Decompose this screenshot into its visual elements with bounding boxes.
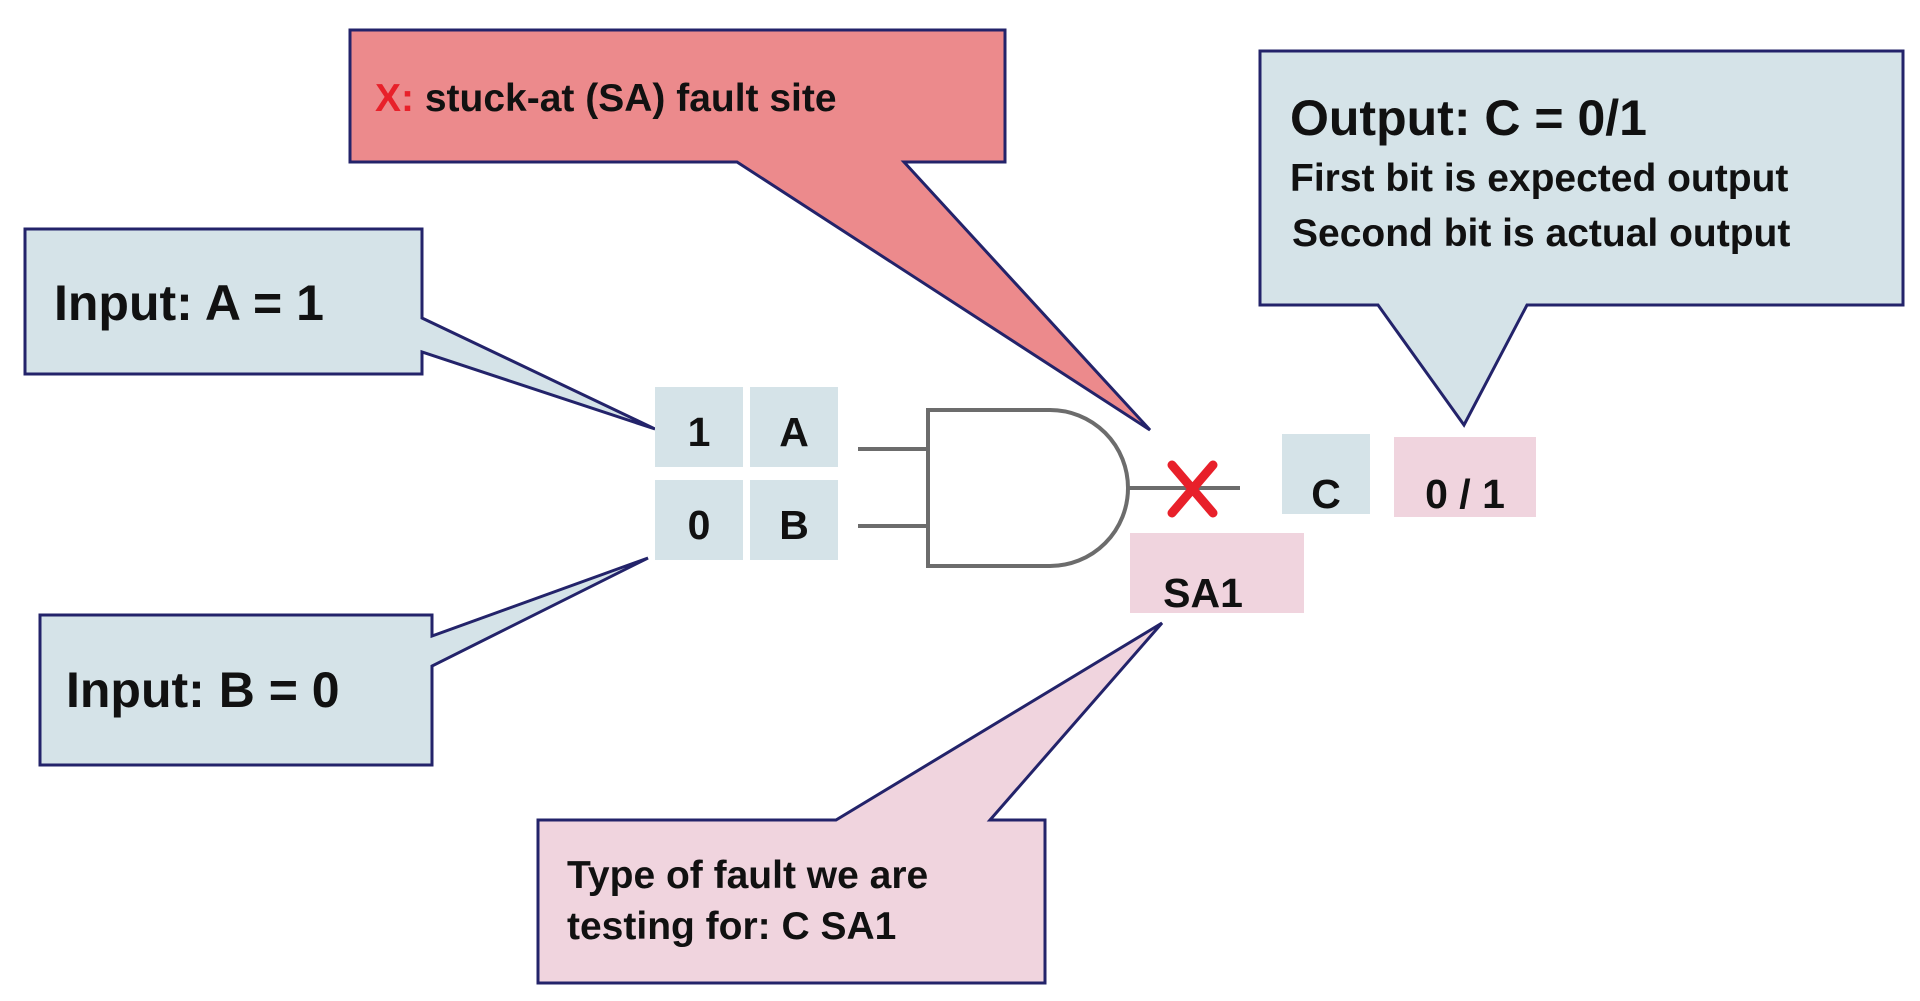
output-value-box bbox=[1394, 437, 1536, 517]
input-a-value-box bbox=[655, 387, 743, 467]
fault-site-callout-bubble bbox=[348, 28, 1152, 432]
output-callout-line2: Second bit is actual output bbox=[1292, 212, 1790, 255]
output-callout: Output: C = 0/1 First bit is expected ou… bbox=[1258, 49, 1905, 428]
fault-site-marker: X: bbox=[375, 77, 414, 120]
fault-site-description: stuck-at (SA) fault site bbox=[414, 77, 837, 120]
input-a-name-box bbox=[750, 387, 838, 467]
input-b-callout-bubble bbox=[38, 556, 649, 767]
fault-site-callout: X: stuck-at (SA) fault site bbox=[348, 28, 1152, 432]
fault-type-callout-line1: Type of fault we are bbox=[567, 854, 928, 897]
output-name: C bbox=[1311, 471, 1341, 517]
fault-type-callout: Type of fault we are testing for: C SA1 bbox=[536, 621, 1164, 985]
input-b-name: B bbox=[779, 502, 809, 548]
input-a-value: 1 bbox=[688, 409, 711, 455]
fault-type-callout-bubble bbox=[536, 621, 1164, 985]
input-b-value: 0 bbox=[688, 502, 711, 548]
output-name-box bbox=[1282, 434, 1370, 514]
input-b-name-box bbox=[750, 480, 838, 560]
input-b-value-box bbox=[655, 480, 743, 560]
fault-type-callout-line2: testing for: C SA1 bbox=[567, 905, 896, 948]
output-callout-bubble bbox=[1258, 49, 1905, 428]
fault-label: SA1 bbox=[1163, 570, 1243, 616]
and-gate bbox=[858, 408, 1240, 568]
input-a-callout-text: Input: A = 1 bbox=[54, 275, 324, 331]
fault-x-icon bbox=[1167, 460, 1218, 518]
output-value: 0 / 1 bbox=[1425, 471, 1505, 517]
output-callout-title: Output: C = 0/1 bbox=[1290, 90, 1647, 146]
fault-label-box bbox=[1130, 533, 1304, 613]
input-a-name: A bbox=[779, 409, 809, 455]
output-callout-line1: First bit is expected output bbox=[1290, 157, 1788, 200]
input-a-callout: Input: A = 1 bbox=[23, 227, 656, 431]
and-gate-body bbox=[926, 408, 1130, 568]
input-a-callout-bubble bbox=[23, 227, 656, 431]
input-b-callout: Input: B = 0 bbox=[38, 556, 649, 767]
fault-site-callout-text: X: stuck-at (SA) fault site bbox=[375, 77, 837, 120]
input-b-callout-text: Input: B = 0 bbox=[66, 662, 340, 718]
input-b-row: 0 B bbox=[655, 480, 838, 560]
input-a-row: 1 A bbox=[655, 387, 838, 467]
